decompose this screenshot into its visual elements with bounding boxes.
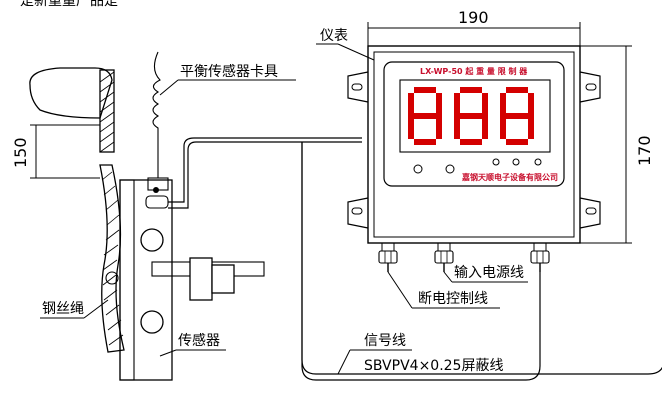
led-segment-a <box>506 87 528 93</box>
led-segment-f <box>500 93 506 116</box>
label-cable-spec: SBVPV4×0.25屏蔽线 <box>364 358 503 374</box>
cable-lower-1 <box>301 142 662 375</box>
dim-190-label: 190 <box>458 8 489 27</box>
led-segment-f <box>408 93 414 116</box>
label-cutoff-line: 断电控制线 <box>418 291 488 307</box>
ear-slot-lb <box>351 207 363 215</box>
maker-label: 嘉钢天顺电子设备有限公司 <box>461 172 558 182</box>
gland-3 <box>530 242 550 272</box>
cable-upper-2 <box>168 137 362 203</box>
upper-bar <box>99 69 115 153</box>
wire-rope-hatch <box>101 171 124 346</box>
cable-gland-sensor <box>145 195 169 209</box>
led-segment-d <box>506 139 528 145</box>
upper-bar-hatch <box>99 71 115 153</box>
ear-slot-rb <box>585 207 597 215</box>
cable-upper-1 <box>168 141 362 209</box>
display-window <box>399 79 551 153</box>
led-segment-a <box>460 87 482 93</box>
sensor-hole-2 <box>140 310 164 334</box>
label-power-line: 输入电源线 <box>454 265 524 281</box>
clip-dot <box>153 187 159 193</box>
led-segment-b <box>436 93 442 116</box>
dim-170-label: 170 <box>635 135 654 166</box>
leader-signal <box>337 349 351 375</box>
leader-rope <box>83 299 109 319</box>
led-segment-b <box>482 93 488 116</box>
led-segment-g <box>460 113 482 119</box>
led-segment-c <box>528 116 534 139</box>
led-segment-d <box>414 139 436 145</box>
led-segment-e <box>454 116 460 139</box>
sheave-shape <box>29 67 113 119</box>
indicator-led-3 <box>534 158 542 166</box>
ear-right-bottom <box>579 197 601 229</box>
led-segment-f <box>454 93 460 116</box>
ear-slot-lt <box>351 83 363 91</box>
label-instrument: 仪表 <box>320 28 348 44</box>
sensor-hole-1 <box>140 228 164 252</box>
led-segment-c <box>436 116 442 139</box>
led-segment-e <box>408 116 414 139</box>
clamp-nut <box>189 257 213 301</box>
leader-instrument <box>337 43 375 61</box>
sensor-side <box>119 179 135 381</box>
led-segment-a <box>414 87 436 93</box>
led-segment-e <box>500 116 506 139</box>
signal-cable-run <box>301 142 541 381</box>
led-digits <box>408 87 534 145</box>
label-sensor-clip: 平衡传感器卡具 <box>180 63 278 80</box>
label-wire-rope: 钢丝绳 <box>42 301 84 317</box>
leader-sensor <box>159 349 177 357</box>
ear-left-top <box>347 71 369 103</box>
led-segment-d <box>460 139 482 145</box>
ear-slot-rt <box>585 83 597 91</box>
indicator-led-1 <box>492 158 500 166</box>
instrument-inner <box>373 51 575 238</box>
clamp-nut-2 <box>211 264 235 294</box>
leader-clip <box>159 79 179 96</box>
sensor-body <box>119 179 173 381</box>
panel-button-1 <box>413 164 423 174</box>
top-fragment-text: 是新重量产品是 <box>20 0 118 9</box>
leader-cutoff <box>387 271 413 309</box>
ear-left-bottom <box>347 197 369 229</box>
front-panel <box>383 61 565 187</box>
gland-2 <box>434 242 454 272</box>
indicator-led-2 <box>512 158 520 166</box>
led-segment-c <box>482 116 488 139</box>
panel-button-2 <box>445 164 455 174</box>
rope-pin <box>105 271 119 285</box>
model-label: LX-WP-50 起 重 量 限 制 器 <box>420 66 528 76</box>
led-segment-g <box>414 113 436 119</box>
ear-right-top <box>579 71 601 103</box>
dim-150-label: 150 <box>11 137 30 168</box>
led-segment-g <box>506 113 528 119</box>
label-sensor: 传感器 <box>178 332 220 349</box>
label-signal-line: 信号线 <box>364 333 406 349</box>
led-segment-b <box>528 93 534 116</box>
leader-power <box>443 271 453 283</box>
spring-clip <box>152 51 161 178</box>
gland-1 <box>378 242 398 272</box>
